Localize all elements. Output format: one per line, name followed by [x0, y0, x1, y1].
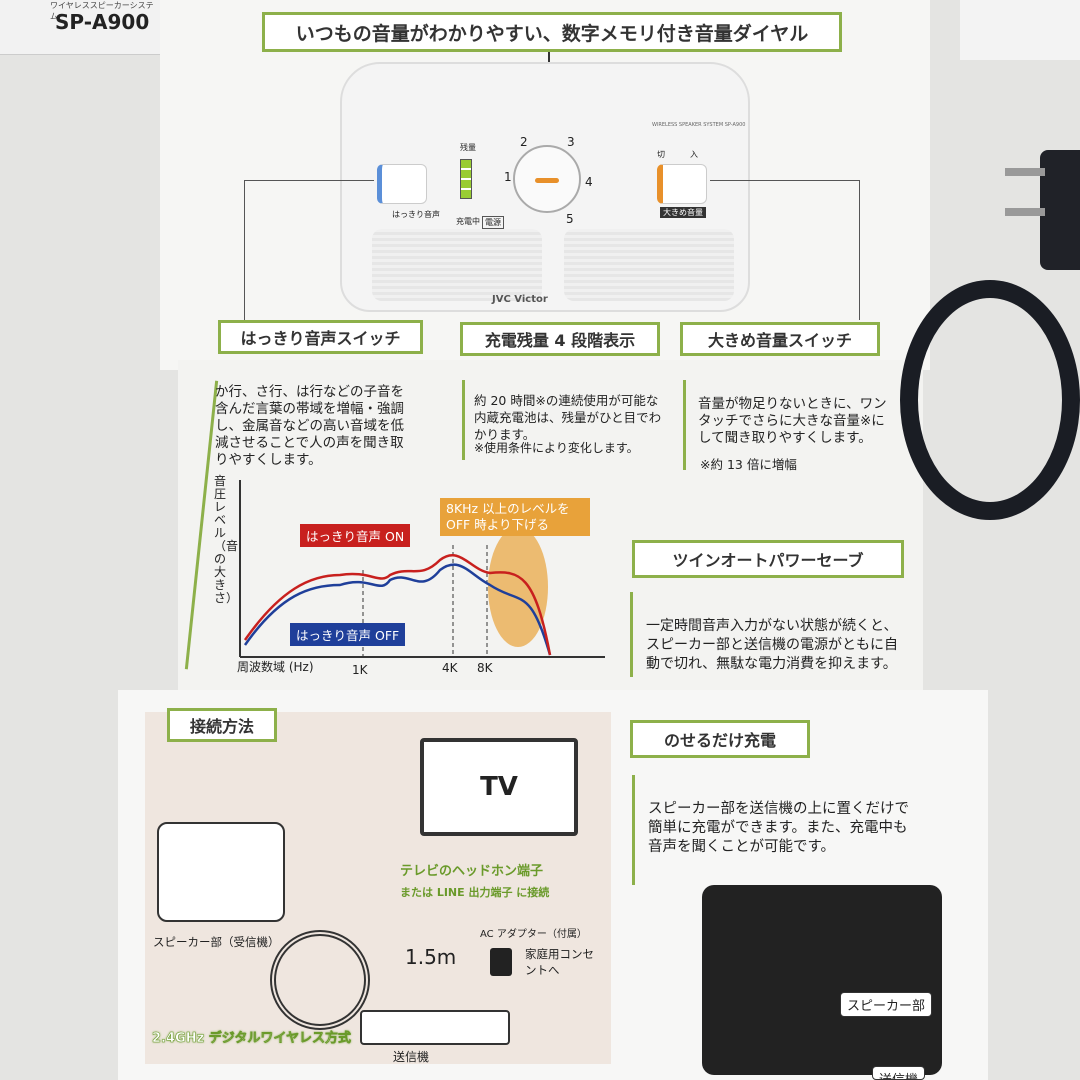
- callout-label: 8KHz 以上のレベルをOFF 時より下げる: [440, 498, 590, 536]
- tick-4k: 4K: [442, 661, 458, 675]
- chart-xlabel: 周波数域 (Hz): [237, 660, 314, 674]
- speaker-unit-label: スピーカー部（受信機）: [153, 935, 280, 949]
- ac-adapter-plug: [1040, 150, 1080, 270]
- brand-logo: JVC Victor: [492, 294, 548, 305]
- clear-voice-desc: か行、さ行、は行などの子音を含んだ言葉の帯域を増幅・強調し、金属音などの高い音域…: [215, 384, 404, 468]
- plug-prong-icon: [1005, 168, 1045, 176]
- battery-icon: [460, 159, 472, 199]
- speaker-grille: [372, 229, 542, 301]
- battery-note: ※使用条件により変化します。: [474, 441, 639, 455]
- speaker-photo: [702, 885, 942, 1075]
- volume-boost-switch: [657, 164, 707, 204]
- auto-power-text: 一定時間音声入力がない状態が続くと、スピーカー部と送信機の電源がともに自動で切れ…: [646, 618, 898, 672]
- frequency-chart: [239, 480, 605, 658]
- line-out-label: または LINE 出力端子 に接続: [400, 886, 550, 899]
- charge-title: のせるだけ充電: [630, 720, 810, 758]
- transmitter-label: 送信機: [393, 1050, 430, 1064]
- chart-ylabel: 音圧レベル（音の大きさ）: [214, 474, 239, 605]
- connect-title: 接続方法: [167, 708, 277, 742]
- tick-8k: 8K: [477, 661, 493, 675]
- off-label: はっきり音声 OFF: [290, 623, 406, 646]
- switch-label: はっきり音声: [392, 210, 440, 219]
- dial-mark: 4: [585, 175, 593, 189]
- arrow-line: [462, 380, 465, 460]
- arrow-line: [630, 592, 633, 677]
- power-label: 電源: [482, 216, 504, 229]
- photo-label-transmitter: 送信機: [872, 1066, 926, 1080]
- adapter-icon: [490, 948, 512, 976]
- headline: いつもの音量がわかりやすい、数字メモリ付き音量ダイヤル: [262, 12, 842, 52]
- plug-prong-icon: [1005, 208, 1045, 216]
- speaker-illustration: はっきり音声 残量 充電中 電源 切 入 大きめ音量 WIRELESS SPEA…: [340, 62, 750, 312]
- arrow-line: [632, 775, 635, 885]
- dial-mark: 2: [520, 135, 528, 149]
- pointer-line: [710, 180, 860, 320]
- arrow-line: [683, 380, 686, 470]
- feature-clear-voice: はっきり音声スイッチ: [218, 320, 423, 354]
- clear-voice-switch: [377, 164, 427, 204]
- volume-boost-desc: 音量が物足りないときに、ワンタッチでさらに大きな音量※にして聞き取りやすくします…: [698, 396, 887, 446]
- box-model: SP-A900: [55, 10, 150, 34]
- dial-mark: 3: [567, 135, 575, 149]
- tv-jack-label: テレビのヘッドホン端子: [400, 864, 544, 879]
- tick-1k: 1K: [352, 663, 368, 677]
- volume-boost-note: ※約 13 倍に増幅: [700, 457, 797, 472]
- speaker-unit-icon: [157, 822, 285, 922]
- switch-on-label: 入: [690, 150, 698, 159]
- box-corner: [960, 0, 1080, 60]
- charging-label: 充電中: [456, 217, 480, 226]
- product-box: ワイヤレススピーカーシステム SP-A900: [0, 0, 160, 55]
- cable-length: 1.5m: [405, 945, 457, 969]
- dial-mark: 5: [566, 212, 574, 226]
- tv-label: TV: [480, 772, 518, 802]
- off-curve: [243, 563, 552, 656]
- device-label: WIRELESS SPEAKER SYSTEM SP-A900: [652, 122, 746, 128]
- box-subtitle: ワイヤレススピーカーシステム: [50, 1, 154, 21]
- switch-off-label: 切: [657, 150, 665, 159]
- photo-label: スピーカー部: [840, 992, 933, 1017]
- adapter-label: AC アダプター（付属）: [480, 929, 587, 940]
- battery-label: 残量: [460, 143, 476, 152]
- auto-power-title: ツインオートパワーセーブ: [632, 540, 904, 578]
- on-label: はっきり音声 ON: [300, 524, 411, 547]
- feature-volume-boost: 大きめ音量スイッチ: [680, 322, 880, 356]
- tv-icon: TV: [420, 738, 578, 836]
- power-cable: [900, 280, 1080, 520]
- pointer-line: [244, 180, 374, 320]
- dial-indicator: [535, 178, 559, 183]
- feature-battery: 充電残量 4 段階表示: [460, 322, 660, 356]
- on-curve: [243, 554, 552, 656]
- charge-text: スピーカー部を送信機の上に置くだけで簡単に充電ができます。また、充電中も音声を聞…: [648, 801, 909, 855]
- dial-mark: 1: [504, 170, 512, 184]
- highlight-ellipse: [488, 527, 548, 647]
- transmitter-icon: [360, 1010, 510, 1045]
- wireless-label: 2.4GHz デジタルワイヤレス方式: [152, 1031, 352, 1047]
- battery-desc: 約 20 時間※の連続使用が可能な内蔵充電池は、残量がひと目でわかります。: [474, 393, 662, 442]
- speaker-grille: [564, 229, 734, 301]
- switch-label: 大きめ音量: [660, 207, 706, 218]
- volume-dial: [513, 145, 581, 213]
- outlet-label: 家庭用コンセントへ: [525, 947, 594, 977]
- wireless-waves-icon: [270, 930, 370, 1030]
